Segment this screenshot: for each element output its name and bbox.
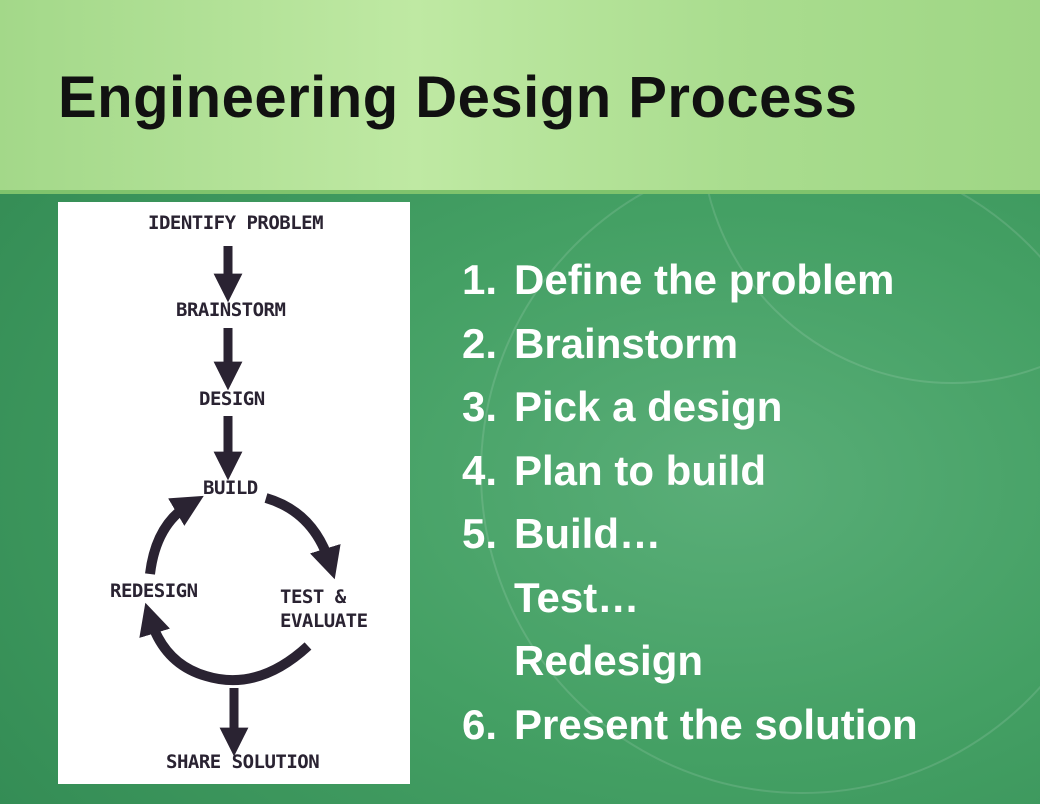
step-item: 4. Plan to build [462, 439, 918, 503]
step-text: Present the solution [514, 700, 918, 748]
step-number: 5. [462, 510, 498, 557]
diagram-label-build: BUILD [203, 477, 258, 499]
diagram-label-redesign: REDESIGN [110, 580, 198, 602]
step-number: 6. [462, 700, 498, 748]
step-text: Test… [514, 573, 640, 621]
steps-list: 1. Define the problem 2. Brainstorm 3. Pick… [462, 248, 918, 756]
step-number: 4. [462, 446, 498, 494]
diagram-label-identify-problem: IDENTIFY PROBLEM [148, 212, 324, 234]
diagram-label-share-solution: SHARE SOLUTION [166, 751, 320, 773]
step-number: 2. [462, 319, 498, 367]
step-item: Test… [462, 566, 918, 630]
step-text: Pick a design [514, 383, 783, 430]
step-text: Brainstorm [514, 319, 739, 367]
diagram-label-test: TEST & [280, 586, 346, 608]
step-item: 5. Build… [462, 502, 918, 566]
step-number [462, 566, 514, 630]
step-item: 6. Present the solution [462, 693, 918, 757]
step-text: Plan to build [514, 446, 766, 494]
diagram-label-design: DESIGN [199, 388, 265, 410]
step-item: 1. Define the problem [462, 248, 918, 312]
step-text: Define the problem [514, 256, 895, 303]
step-number: 3. [462, 383, 498, 430]
diagram-label-brainstorm: BRAINSTORM [176, 299, 286, 321]
process-diagram: IDENTIFY PROBLEM BRAINSTORM DESIGN BUILD… [58, 202, 410, 784]
diagram-label-evaluate: EVALUATE [280, 610, 368, 632]
slide-title: Engineering Design Process [58, 65, 858, 130]
diagram-arrows [139, 246, 341, 757]
step-text: Build… [514, 510, 661, 557]
arrow-test-to-redesign [139, 602, 312, 686]
step-item: 2. Brainstorm [462, 312, 918, 376]
step-item: Redesign [462, 629, 918, 693]
step-text: Redesign [514, 637, 704, 684]
step-number: 1. [462, 256, 498, 303]
step-item: 3. Pick a design [462, 375, 918, 439]
arrow-redesign-to-build [145, 495, 204, 575]
header-band [0, 0, 1040, 194]
arrow-build-to-test [264, 493, 341, 580]
step-number [462, 629, 514, 693]
